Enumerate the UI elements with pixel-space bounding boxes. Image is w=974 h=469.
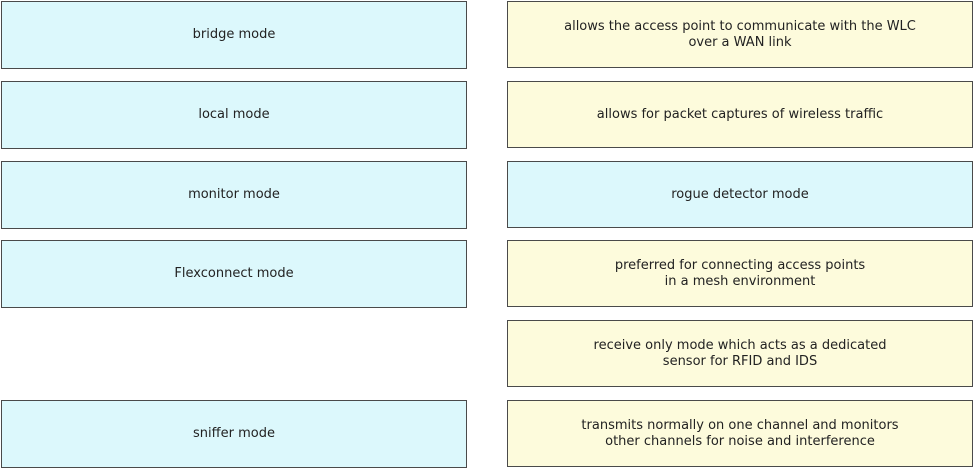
option-rogue-detector-mode[interactable]: rogue detector mode [507,161,973,228]
description-mesh-environment[interactable]: preferred for connecting access points i… [507,240,973,307]
option-sniffer-mode[interactable]: sniffer mode [1,400,467,468]
description-wan-link[interactable]: allows the access point to communicate w… [507,1,973,68]
description-packet-captures[interactable]: allows for packet captures of wireless t… [507,81,973,148]
option-bridge-mode[interactable]: bridge mode [1,1,467,69]
option-local-mode[interactable]: local mode [1,81,467,149]
description-channel-monitoring[interactable]: transmits normally on one channel and mo… [507,400,973,467]
option-flexconnect-mode[interactable]: Flexconnect mode [1,240,467,308]
option-monitor-mode[interactable]: monitor mode [1,161,467,229]
description-rfid-ids-sensor[interactable]: receive only mode which acts as a dedica… [507,320,973,387]
